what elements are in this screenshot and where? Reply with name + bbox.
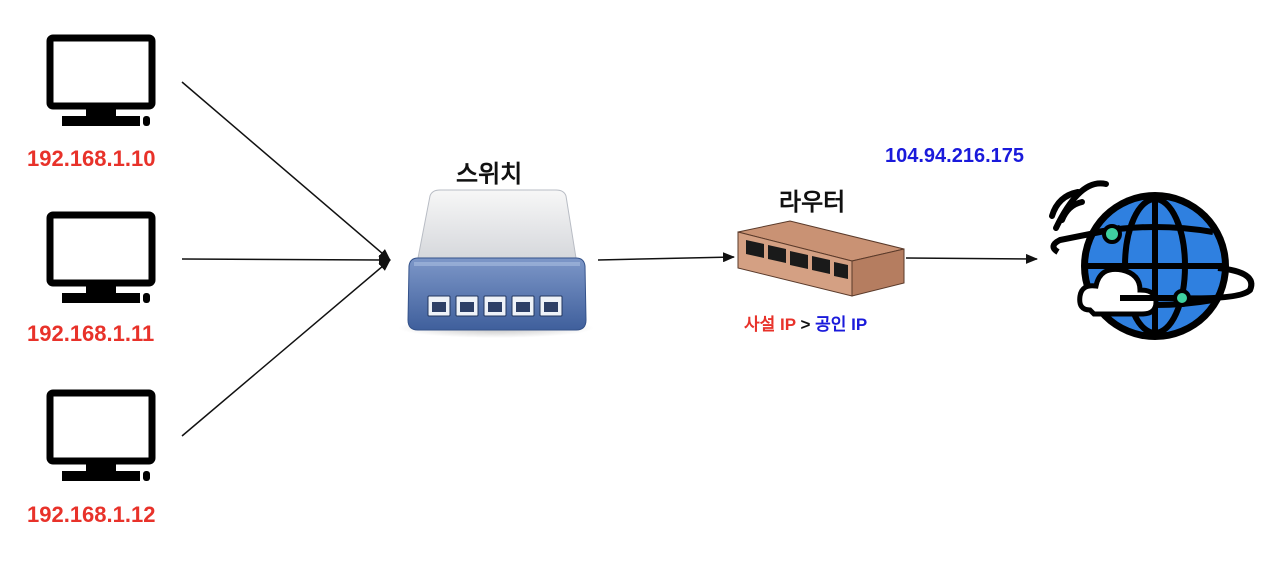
computer-icon <box>46 34 156 126</box>
router-title: 라우터 <box>779 189 846 216</box>
internet-globe-icon <box>1049 180 1255 340</box>
router-icon <box>737 220 905 297</box>
link-switch-router <box>597 252 735 263</box>
switch-title: 스위치 <box>456 161 523 188</box>
computer-icon <box>46 389 156 481</box>
pc3-ip-label: 192.168.1.12 <box>27 502 156 527</box>
pc1-ip-label: 192.168.1.10 <box>27 146 156 171</box>
nat-public-label: 공인 IP <box>815 315 868 334</box>
link-pc2-switch <box>181 254 391 265</box>
link-pc3-switch <box>181 259 391 437</box>
link-pc1-switch <box>181 81 391 261</box>
cloud-icon <box>1077 266 1191 317</box>
nat-arrow: > <box>800 315 811 334</box>
computer-icon <box>46 211 156 303</box>
switch-icon <box>398 189 594 338</box>
nat-private-label: 사설 IP <box>744 315 796 334</box>
pc2-ip-label: 192.168.1.11 <box>27 321 155 346</box>
public-ip-label: 104.94.216.175 <box>885 145 1025 167</box>
link-router-internet <box>905 253 1038 264</box>
connections <box>181 81 1038 437</box>
nat-caption: 사설 IP > 공인 IP <box>744 310 867 335</box>
